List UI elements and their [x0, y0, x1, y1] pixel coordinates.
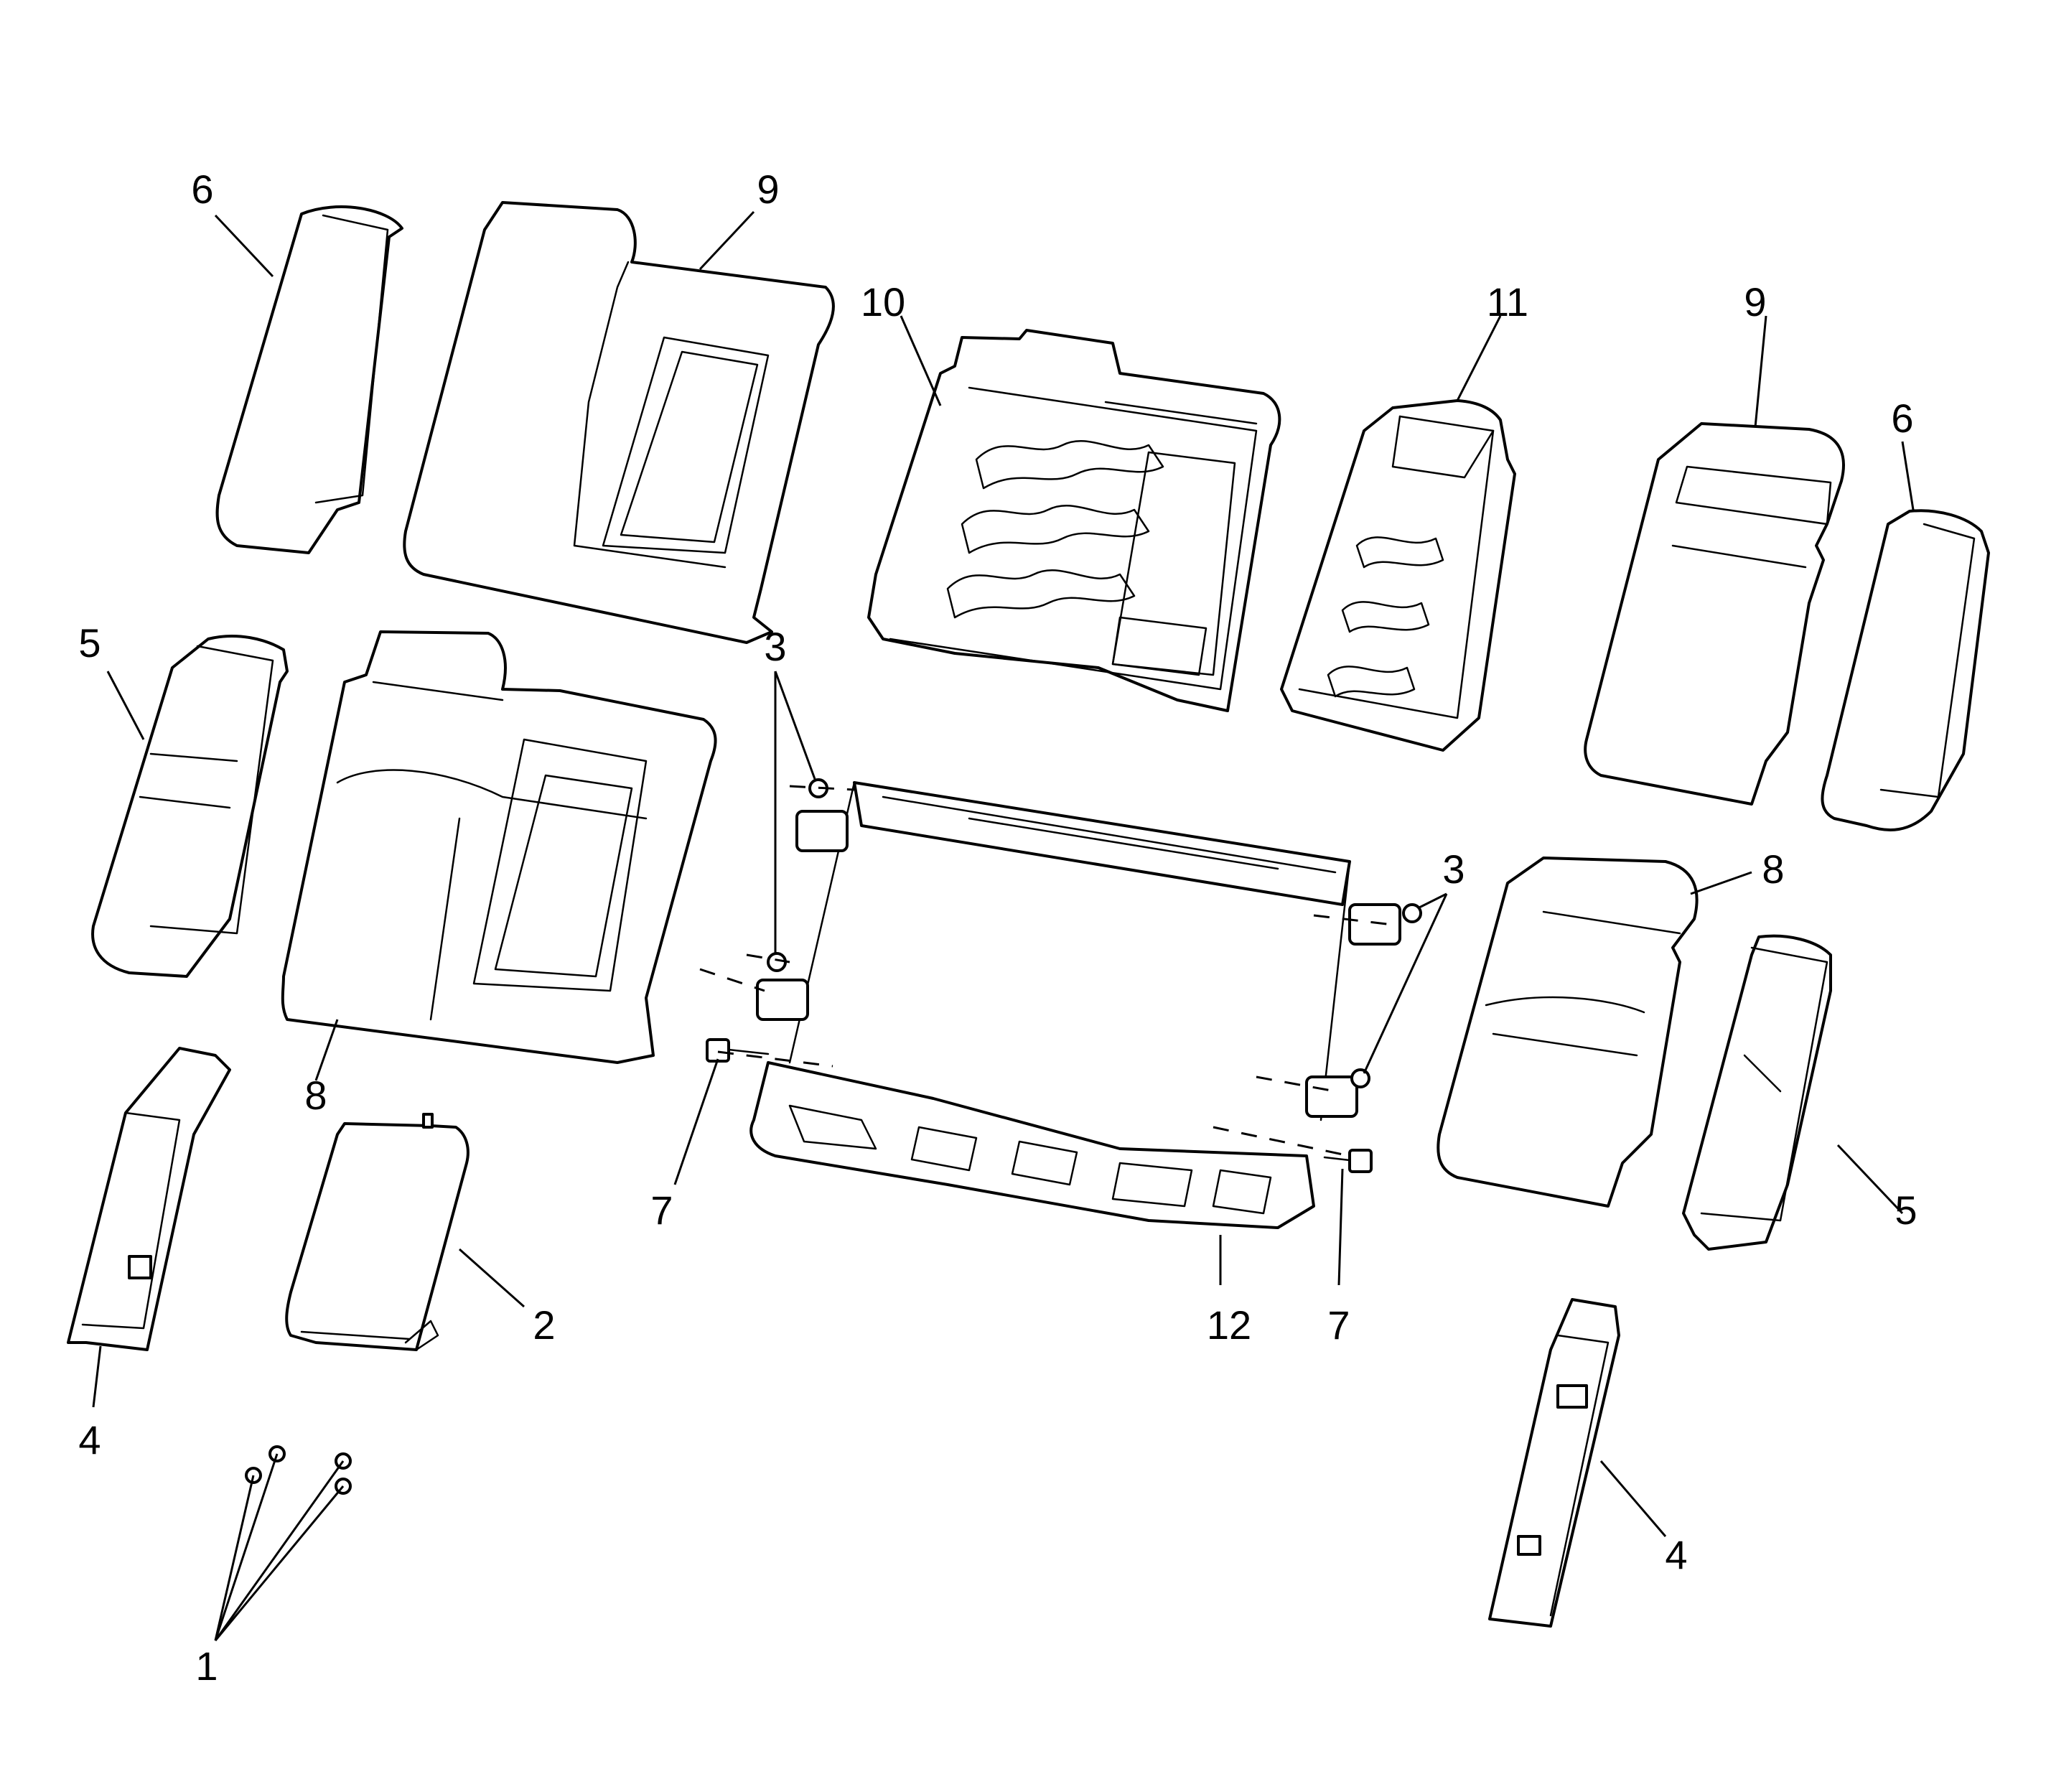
leader-lines	[92, 210, 1915, 1641]
callout-3-right: 3	[1442, 846, 1465, 892]
part-6-left-bolster	[215, 205, 403, 554]
callout-5-right: 5	[1895, 1187, 1917, 1233]
callout-3-left: 3	[764, 624, 786, 669]
callout-2: 2	[533, 1302, 555, 1348]
callout-labels: 6 9 10 11 9 6 5 3 3 8 8 5 7 2 12 7 4 4 1	[78, 167, 1917, 1689]
part-10-back-frame-large	[867, 329, 1281, 712]
part-1-retainers	[245, 1445, 352, 1495]
part-5-right-side-bolster	[1682, 934, 1832, 1251]
callout-6-right: 6	[1891, 396, 1913, 441]
callout-9-right: 9	[1744, 279, 1766, 325]
callout-6-left: 6	[191, 167, 213, 212]
part-4-right-trim-panel	[1488, 1298, 1620, 1628]
callout-5-left: 5	[78, 620, 101, 666]
part-5-left-side-bolster	[91, 634, 289, 978]
callout-1: 1	[195, 1643, 218, 1689]
part-8-right-back-cushion	[1437, 857, 1699, 1208]
part-11-back-frame-small	[1280, 399, 1516, 752]
part-9-left-back-cover	[403, 201, 835, 644]
part-12-back-frame-assembly	[749, 781, 1401, 1229]
part-9-right-back-cover	[1584, 422, 1845, 806]
callout-4-left: 4	[78, 1417, 101, 1462]
callout-8-left: 8	[304, 1073, 327, 1118]
callout-7-right: 7	[1327, 1302, 1350, 1348]
callout-9-left: 9	[757, 167, 779, 212]
part-6-right-bolster	[1821, 509, 1990, 831]
callout-12: 12	[1207, 1302, 1251, 1348]
part-8-left-back-cushion	[281, 630, 717, 1064]
callout-7-left: 7	[650, 1187, 673, 1233]
callout-10: 10	[861, 279, 905, 325]
part-7-bolts	[706, 1038, 1373, 1173]
part-2-armrest	[285, 1113, 470, 1351]
callout-4-right: 4	[1665, 1532, 1687, 1577]
assembly-dash-lines	[699, 785, 1393, 1157]
callout-8-right: 8	[1762, 846, 1784, 892]
part-4-left-trim-panel	[67, 1047, 231, 1351]
callout-11: 11	[1487, 279, 1528, 325]
